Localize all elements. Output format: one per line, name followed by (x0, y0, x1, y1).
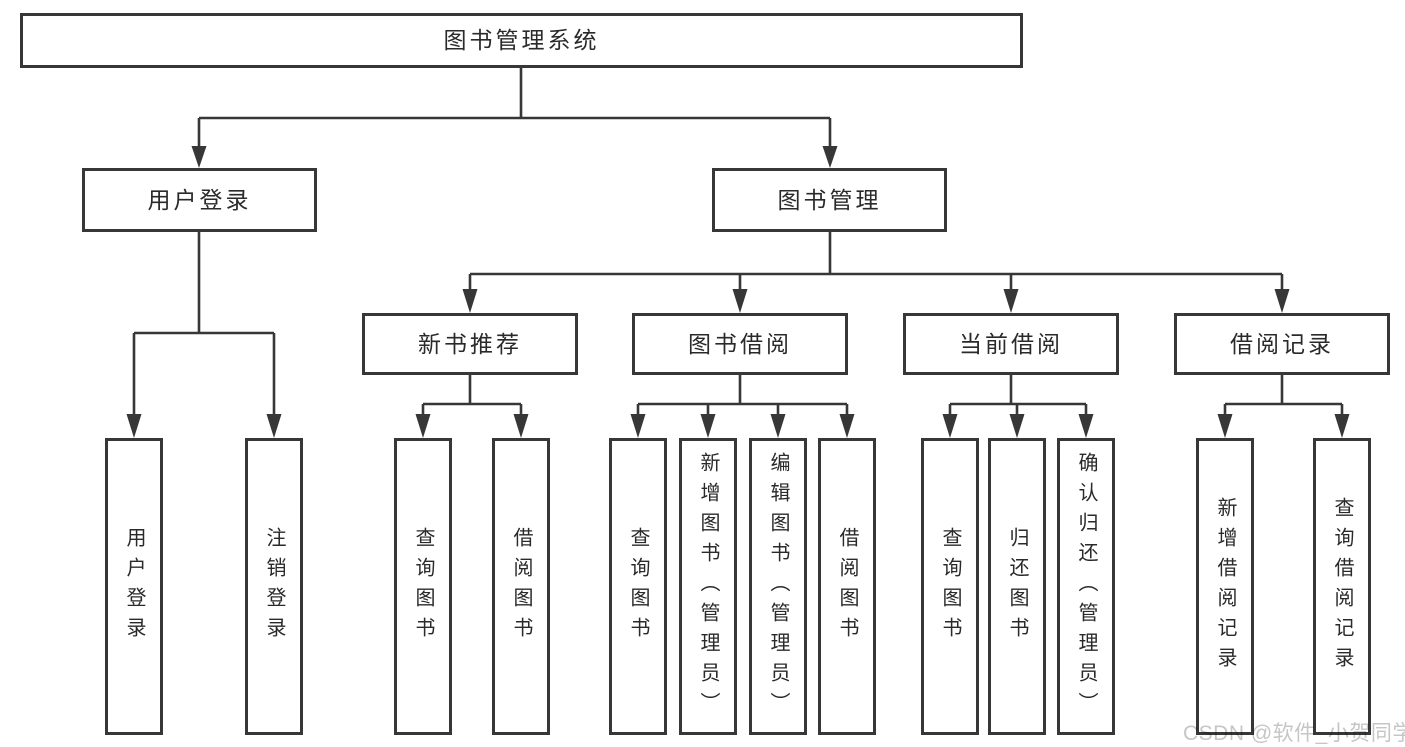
leaf-query-book-recommend: 查询图书 (394, 438, 452, 735)
node-root-library-system: 图书管理系统 (20, 13, 1023, 68)
leaf-confirm-return-admin: 确认归还（管理员） (1057, 438, 1115, 735)
leaf-add-book-admin: 新增图书（管理员） (679, 438, 737, 735)
leaf-return-book: 归还图书 (988, 438, 1046, 735)
arrow-down-icons (126, 146, 1350, 438)
node-current-borrow: 当前借阅 (903, 313, 1119, 375)
leaf-query-book-current: 查询图书 (921, 438, 979, 735)
leaf-logout: 注销登录 (245, 438, 303, 735)
node-user-login: 用户登录 (82, 168, 317, 232)
node-book-borrow: 图书借阅 (632, 313, 848, 375)
leaf-user-login: 用户登录 (105, 438, 163, 735)
node-new-book-recommend: 新书推荐 (362, 313, 578, 375)
leaf-query-book-borrow: 查询图书 (609, 438, 667, 735)
leaf-borrow-book: 借阅图书 (818, 438, 876, 735)
node-book-management: 图书管理 (712, 168, 947, 232)
leaf-add-borrow-record: 新增借阅记录 (1196, 438, 1254, 735)
node-borrow-records: 借阅记录 (1174, 313, 1390, 375)
csdn-watermark: CSDN @软件_小贺同学 (1183, 722, 1405, 745)
connector-lines (132, 68, 1344, 416)
leaf-edit-book-admin: 编辑图书（管理员） (749, 438, 807, 735)
leaf-query-borrow-record: 查询借阅记录 (1313, 438, 1371, 735)
leaf-borrow-book-recommend: 借阅图书 (492, 438, 550, 735)
